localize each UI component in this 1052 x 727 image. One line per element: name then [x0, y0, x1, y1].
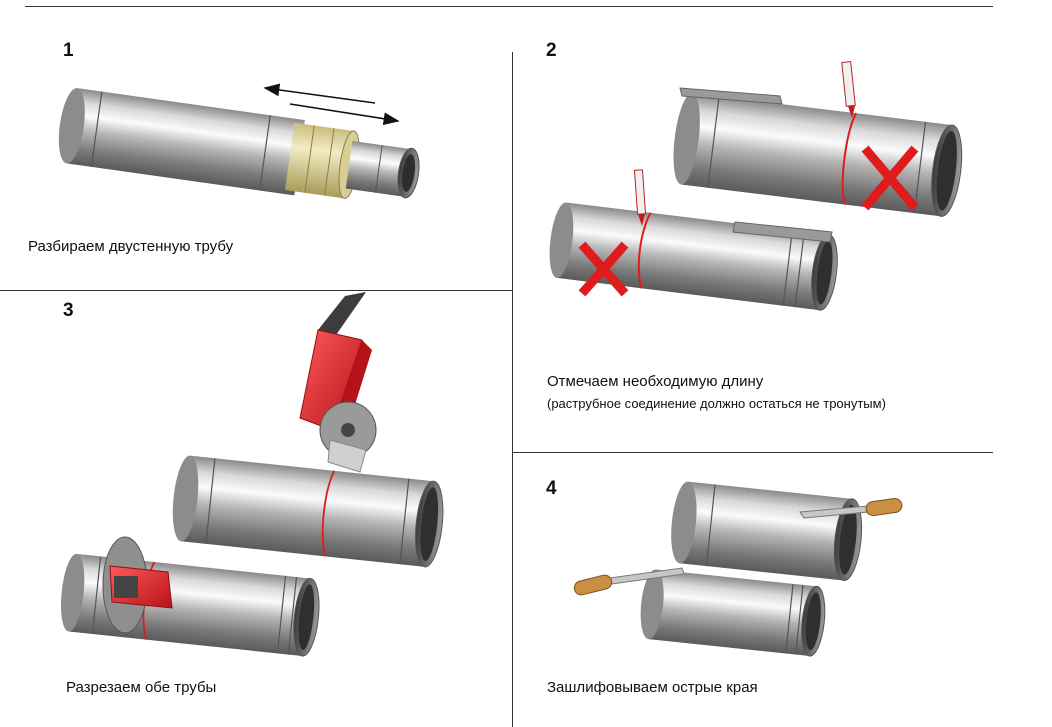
file-tool-lower — [573, 567, 685, 596]
step4-illustration — [573, 481, 903, 657]
file-tool-upper — [799, 497, 903, 519]
vertical-divider — [512, 52, 513, 727]
step3-illustration — [60, 292, 444, 657]
angle-grinder-lower — [102, 536, 173, 634]
marker-pen-front — [633, 169, 647, 226]
step-caption-2: Отмечаем необходимую длину — [547, 373, 764, 390]
step-caption-1: Разбираем двустенную трубу — [28, 238, 234, 255]
discard-mark-front — [578, 241, 629, 297]
step-number-1: 1 — [63, 40, 74, 61]
step-caption-3: Разрезаем обе трубы — [66, 679, 217, 696]
marker-pen-back — [841, 61, 856, 118]
step-number-3: 3 — [63, 300, 74, 321]
step-note-2: (раструбное соединение должно остаться н… — [547, 396, 886, 411]
step-caption-4: Зашлифовываем острые края — [547, 679, 758, 696]
top-border — [25, 6, 993, 7]
angle-grinder — [299, 292, 377, 473]
step1-illustration — [58, 83, 420, 199]
discard-mark-back — [861, 145, 919, 211]
horizontal-divider-left — [0, 290, 512, 291]
step-number-4: 4 — [546, 478, 557, 499]
step2-illustration — [549, 61, 963, 311]
step-number-2: 2 — [546, 40, 557, 61]
horizontal-divider-right — [512, 452, 993, 453]
